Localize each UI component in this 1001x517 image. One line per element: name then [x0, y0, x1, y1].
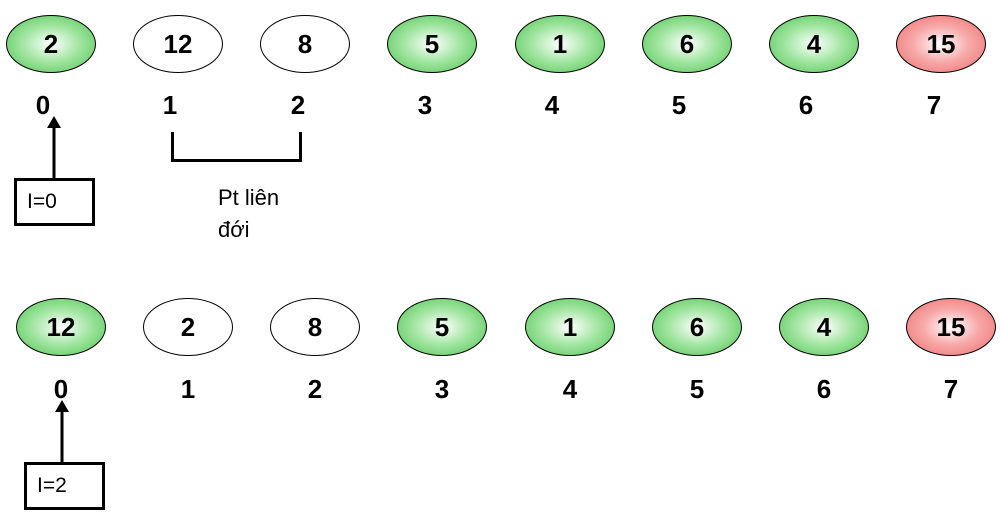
top-index-4: 4 — [544, 90, 560, 120]
node-value: 2 — [43, 28, 59, 59]
top-pointer-box: I=0 — [14, 178, 95, 226]
node-value: 1 — [552, 28, 568, 59]
top-index-6: 6 — [798, 90, 814, 120]
bottom-index-6: 6 — [816, 374, 832, 404]
node-value: 4 — [816, 311, 832, 342]
bottom-node-1: 2 — [143, 298, 233, 356]
top-bracket — [171, 132, 302, 162]
top-note-line2: đới — [218, 217, 250, 242]
bottom-node-5: 6 — [652, 298, 742, 356]
top-node-5: 6 — [642, 15, 732, 73]
top-note: Pt liên đới — [218, 182, 279, 246]
node-value: 2 — [180, 311, 196, 342]
bottom-pointer-arrow-icon — [55, 400, 69, 464]
node-value: 1 — [562, 311, 578, 342]
node-value: 8 — [297, 28, 313, 59]
node-value: 5 — [434, 311, 450, 342]
bottom-index-1: 1 — [180, 374, 196, 404]
bottom-node-4: 1 — [525, 298, 615, 356]
top-node-3: 5 — [387, 15, 477, 73]
node-value: 15 — [926, 28, 956, 59]
top-note-line1: Pt liên — [218, 185, 280, 210]
top-pointer-label: I=0 — [27, 190, 57, 213]
bottom-pointer-box: I=2 — [24, 462, 105, 510]
top-node-6: 4 — [769, 15, 859, 73]
top-node-4: 1 — [515, 15, 605, 73]
node-value: 5 — [424, 28, 440, 59]
node-value: 8 — [307, 311, 323, 342]
top-index-5: 5 — [671, 90, 687, 120]
top-index-3: 3 — [417, 90, 433, 120]
bottom-index-0: 0 — [53, 374, 69, 404]
top-index-2: 2 — [290, 90, 306, 120]
top-node-0: 2 — [6, 15, 96, 73]
top-index-1: 1 — [162, 90, 178, 120]
bottom-index-7: 7 — [943, 374, 959, 404]
top-node-7: 15 — [896, 15, 986, 73]
bottom-node-6: 4 — [779, 298, 869, 356]
bottom-node-7: 15 — [906, 298, 996, 356]
top-index-7: 7 — [926, 90, 942, 120]
node-value: 12 — [163, 28, 193, 59]
node-value: 6 — [679, 28, 695, 59]
node-value: 4 — [806, 28, 822, 59]
node-value: 6 — [689, 311, 705, 342]
top-index-0: 0 — [35, 90, 51, 120]
bottom-node-0: 12 — [16, 298, 106, 356]
bottom-index-3: 3 — [434, 374, 450, 404]
top-pointer-arrow-icon — [47, 116, 61, 180]
top-node-2: 8 — [260, 15, 350, 73]
node-value: 15 — [936, 311, 966, 342]
bottom-index-2: 2 — [307, 374, 323, 404]
bottom-node-3: 5 — [397, 298, 487, 356]
bottom-index-4: 4 — [562, 374, 578, 404]
bottom-node-2: 8 — [270, 298, 360, 356]
bottom-index-5: 5 — [689, 374, 705, 404]
node-value: 12 — [46, 311, 76, 342]
bottom-pointer-label: I=2 — [37, 474, 67, 497]
top-node-1: 12 — [133, 15, 223, 73]
